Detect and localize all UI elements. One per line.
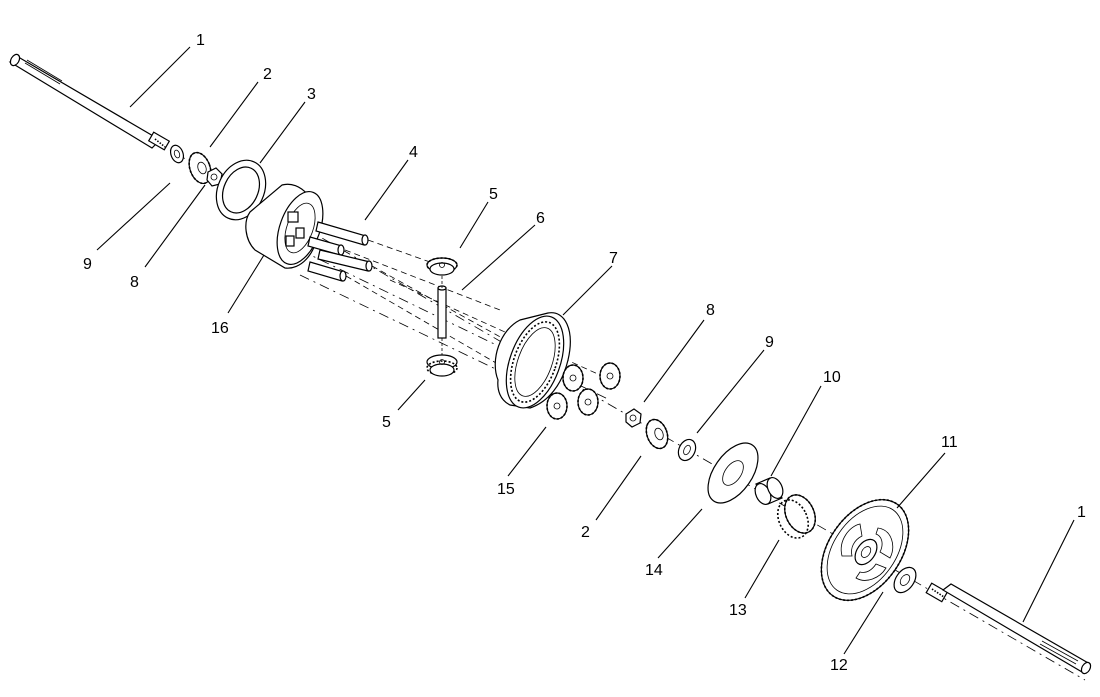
callout-6-cross-shaft: 6 (536, 210, 545, 227)
planet-gear-d (577, 388, 599, 416)
callout-14-large-washer: 14 (645, 562, 663, 579)
large-spur-gear (820, 498, 910, 602)
bevel-pinion-upper (426, 257, 458, 276)
drive-pinion-gear (776, 494, 817, 539)
side-gear-left (188, 151, 212, 185)
callout-11-spur-gear: 11 (941, 434, 958, 451)
washer-outer (893, 566, 917, 594)
bevel-pinion-lower (426, 354, 458, 377)
planet-gear-a (562, 364, 584, 392)
bushing (754, 477, 784, 505)
planet-gears (546, 362, 621, 420)
callout-8-left-nut: 8 (130, 274, 139, 291)
thrust-washer-right (677, 438, 697, 462)
callout-3-gasket: 3 (307, 86, 316, 103)
callout-15-planet-gears: 15 (497, 481, 515, 498)
thrust-washer-left (169, 144, 185, 164)
callout-labels: 1 2 3 4 5 6 7 9 8 16 5 8 9 10 11 15 2 14… (83, 32, 1086, 674)
callout-13-pinion-gear: 13 (729, 602, 747, 619)
leader-lines (96, 46, 1075, 655)
pinion-pins (307, 221, 373, 282)
callout-2-right-side-gear: 2 (581, 524, 590, 541)
callout-4-pins: 4 (409, 144, 418, 161)
callout-1-left-shaft: 1 (196, 32, 205, 49)
hex-nut-right (625, 408, 642, 428)
callout-16-case: 16 (211, 320, 229, 337)
callout-9-left-washer: 9 (83, 256, 92, 273)
callout-2-left-side-gear: 2 (263, 66, 272, 83)
planet-gear-c (546, 392, 568, 420)
planet-gear-b (599, 362, 621, 390)
callout-5-upper-pinion: 5 (489, 186, 498, 203)
left-axle-shaft (8, 53, 171, 151)
right-axle-shaft (925, 582, 1092, 675)
gasket-ring (215, 159, 267, 221)
callout-1-right-shaft: 1 (1077, 504, 1086, 521)
side-gear-right (645, 418, 669, 450)
callout-7-ring-gear: 7 (609, 250, 618, 267)
cross-shaft (437, 276, 447, 355)
callout-9-right-washer: 9 (765, 334, 774, 351)
internal-ring-gear (494, 312, 571, 409)
callout-10-bushing: 10 (823, 369, 841, 386)
callout-12-outer-washer: 12 (830, 657, 848, 674)
large-thrust-washer (707, 442, 759, 504)
callout-8-right-nut: 8 (706, 302, 715, 319)
callout-5-lower-pinion: 5 (382, 414, 391, 431)
